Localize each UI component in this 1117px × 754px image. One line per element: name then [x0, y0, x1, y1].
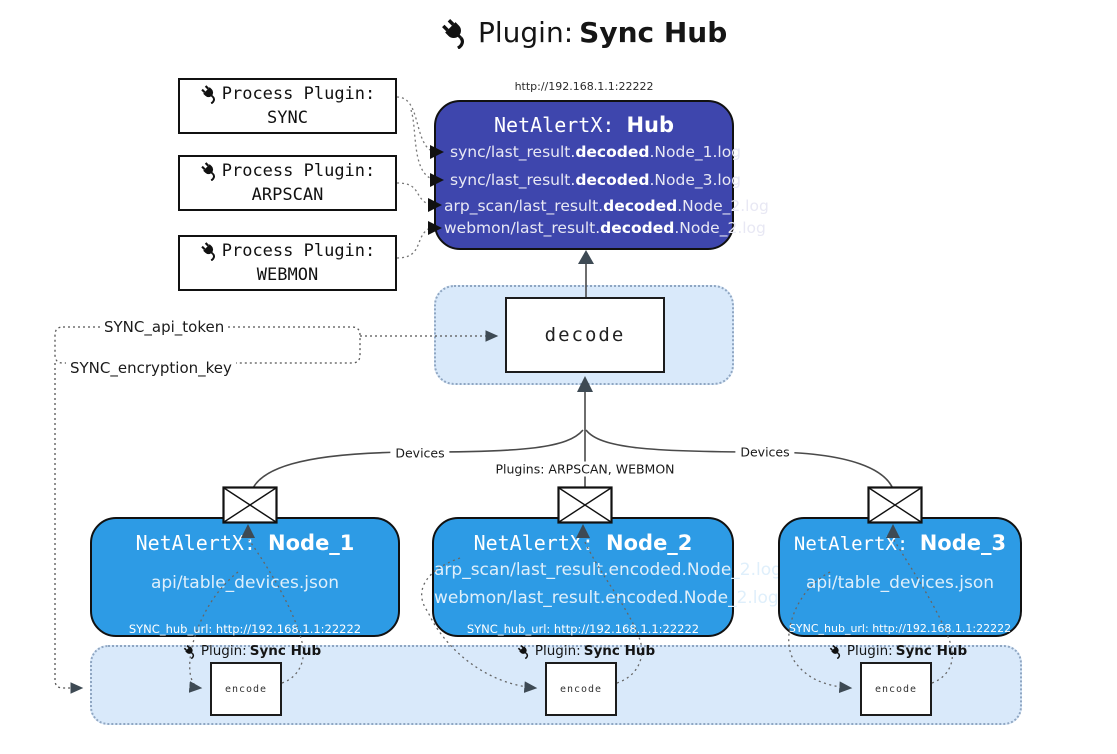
envelope-icon — [222, 486, 278, 524]
node-file: api/table_devices.json — [805, 573, 995, 593]
encoder-plugin-label: Plugin:Sync Hub — [829, 643, 967, 659]
node-title: NetAlertX: Node_2 — [473, 531, 693, 555]
process-plugin-label: Process Plugin: — [221, 161, 376, 181]
hub-log-line: webmon/last_result.decoded.Node_2.log — [444, 219, 766, 237]
hub-title-name: Hub — [626, 113, 675, 137]
title-prefix: Plugin: — [478, 16, 574, 49]
process-plugin-label: Process Plugin: — [221, 241, 376, 261]
sync-encryption-key-label: SYNC_encryption_key — [66, 359, 236, 377]
plug-icon — [829, 644, 844, 659]
plug-icon — [440, 17, 472, 49]
node-3-box: NetAlertX: Node_3 api/table_devices.json… — [778, 517, 1022, 637]
encode-box: encode — [860, 662, 932, 716]
process-plugin-arpscan: Process Plugin: ARPSCAN — [178, 155, 397, 211]
node-file: api/table_devices.json — [150, 573, 340, 593]
node-title: NetAlertX: Node_3 — [793, 531, 1007, 555]
decode-box: decode — [505, 297, 665, 373]
process-plugin-name: SYNC — [267, 108, 308, 128]
hub-title-prefix: NetAlertX: — [493, 113, 615, 137]
hub-title: NetAlertX: Hub — [436, 113, 732, 137]
envelope-icon — [557, 486, 613, 524]
process-plugin-sync: Process Plugin: SYNC — [178, 78, 397, 134]
node-hub-url: SYNC_hub_url: http://192.168.1.1:22222 — [788, 622, 1012, 635]
plug-icon — [517, 644, 532, 659]
process-plugin-webmon: Process Plugin: WEBMON — [178, 235, 397, 291]
plug-icon — [200, 84, 220, 105]
node-file: arp_scan/last_result.encoded.Node_2.log — [434, 560, 782, 580]
encoder-plugin-label: Plugin:Sync Hub — [517, 643, 655, 659]
plug-icon — [200, 241, 220, 262]
node-hub-url: SYNC_hub_url: http://192.168.1.1:22222 — [466, 622, 700, 636]
hub-url-label: http://192.168.1.1:22222 — [514, 80, 654, 93]
hub-log-line: sync/last_result.decoded.Node_3.log — [450, 171, 742, 189]
hub-log-line: arp_scan/last_result.decoded.Node_2.log — [444, 197, 769, 215]
plugins-center-label: Plugins: ARPSCAN, WEBMON — [490, 461, 680, 477]
title-name: Sync Hub — [579, 16, 728, 49]
node-file: webmon/last_result.encoded.Node_2.log — [434, 588, 779, 608]
devices-left-label: Devices — [390, 445, 450, 461]
plug-icon — [200, 161, 220, 182]
plug-icon — [183, 644, 198, 659]
node-1-box: NetAlertX: Node_1 api/table_devices.json… — [90, 517, 400, 637]
process-plugin-label: Process Plugin: — [221, 84, 376, 104]
encode-box: encode — [210, 662, 282, 716]
node-2-box: NetAlertX: Node_2 arp_scan/last_result.e… — [432, 517, 782, 637]
node-hub-url: SYNC_hub_url: http://192.168.1.1:22222 — [128, 622, 362, 636]
encoder-plugin-label: Plugin:Sync Hub — [183, 643, 321, 659]
process-plugin-name: ARPSCAN — [251, 185, 324, 205]
envelope-icon — [867, 486, 923, 524]
page-title: Plugin: Sync Hub — [440, 16, 727, 49]
node-title: NetAlertX: Node_1 — [135, 531, 355, 555]
encode-box: encode — [545, 662, 617, 716]
hub-log-line: sync/last_result.decoded.Node_1.log — [450, 143, 742, 161]
plugin-to-hub-connectors — [396, 96, 431, 259]
process-plugin-name: WEBMON — [256, 265, 319, 285]
hub-box: NetAlertX: Hub sync/last_result.decoded.… — [434, 100, 769, 250]
sync-api-token-label: SYNC_api_token — [100, 318, 229, 336]
devices-right-label: Devices — [735, 444, 795, 460]
